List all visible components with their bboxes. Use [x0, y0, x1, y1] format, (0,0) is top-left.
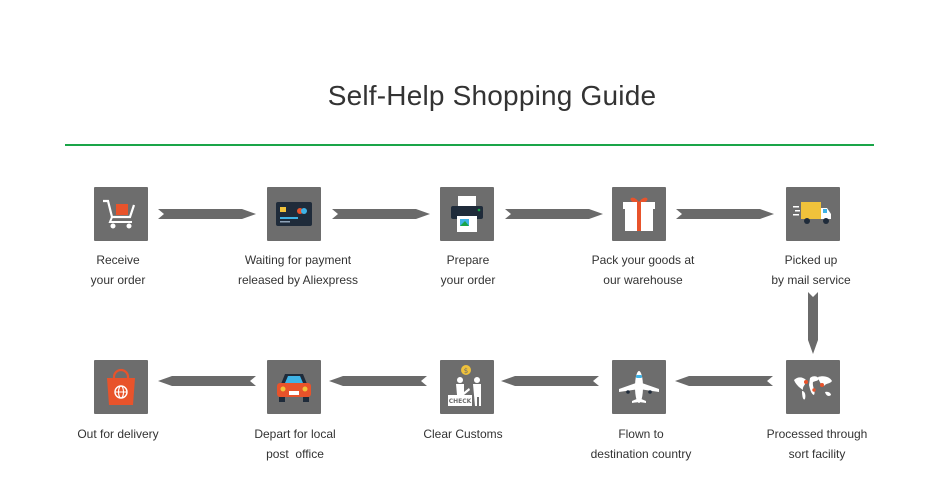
step-10-icon-box	[94, 360, 148, 414]
gift-box-icon	[623, 197, 655, 231]
car-icon	[277, 374, 311, 402]
page-title: Self-Help Shopping Guide	[327, 80, 657, 111]
svg-text:CHECK: CHECK	[449, 398, 472, 405]
arrow-right-2	[332, 208, 430, 220]
arrow-down	[807, 292, 819, 354]
arrow-right-4	[676, 208, 774, 220]
svg-text:$: $	[464, 367, 468, 375]
step-1-icon-box	[94, 187, 148, 241]
step-7-icon-box	[612, 360, 666, 414]
step-9-label: Depart for local post office	[254, 427, 336, 461]
arrow-left-3	[329, 375, 427, 387]
step-8-label: Clear Customs	[423, 427, 503, 441]
shopping-cart-icon	[103, 199, 136, 229]
step-7-label: Flown to destination country	[590, 427, 692, 461]
delivery-truck-icon	[793, 202, 831, 224]
shopping-bag-icon	[107, 368, 135, 405]
step-9-icon-box	[267, 360, 321, 414]
arrow-right-1	[158, 208, 256, 220]
step-3-label: Prepare your order	[440, 253, 496, 287]
credit-card-icon	[276, 202, 312, 226]
step-1-label: Receive your order	[90, 253, 146, 287]
step-2-icon-box	[267, 187, 321, 241]
arrow-left-4	[158, 375, 256, 387]
world-map-icon	[794, 376, 832, 400]
step-5-label: Picked up by mail service	[771, 253, 851, 287]
step-2-label: Waiting for payment released by Aliexpre…	[237, 253, 359, 287]
step-6-label: Processed through sort facility	[766, 427, 868, 461]
step-10-label: Out for delivery	[77, 427, 159, 441]
step-5-icon-box	[786, 187, 840, 241]
airplane-icon	[619, 371, 659, 403]
title-divider	[65, 144, 874, 146]
customs-check-icon: $ CHECK	[448, 365, 481, 406]
step-4-icon-box	[612, 187, 666, 241]
arrow-right-3	[505, 208, 603, 220]
step-8-icon-box: $ CHECK	[440, 360, 494, 414]
arrow-left-1	[675, 375, 773, 387]
step-4-label: Pack your goods at our warehouse	[591, 253, 695, 287]
step-3-icon-box	[440, 187, 494, 241]
arrow-left-2	[501, 375, 599, 387]
step-6-icon-box	[786, 360, 840, 414]
printer-icon	[451, 196, 483, 232]
